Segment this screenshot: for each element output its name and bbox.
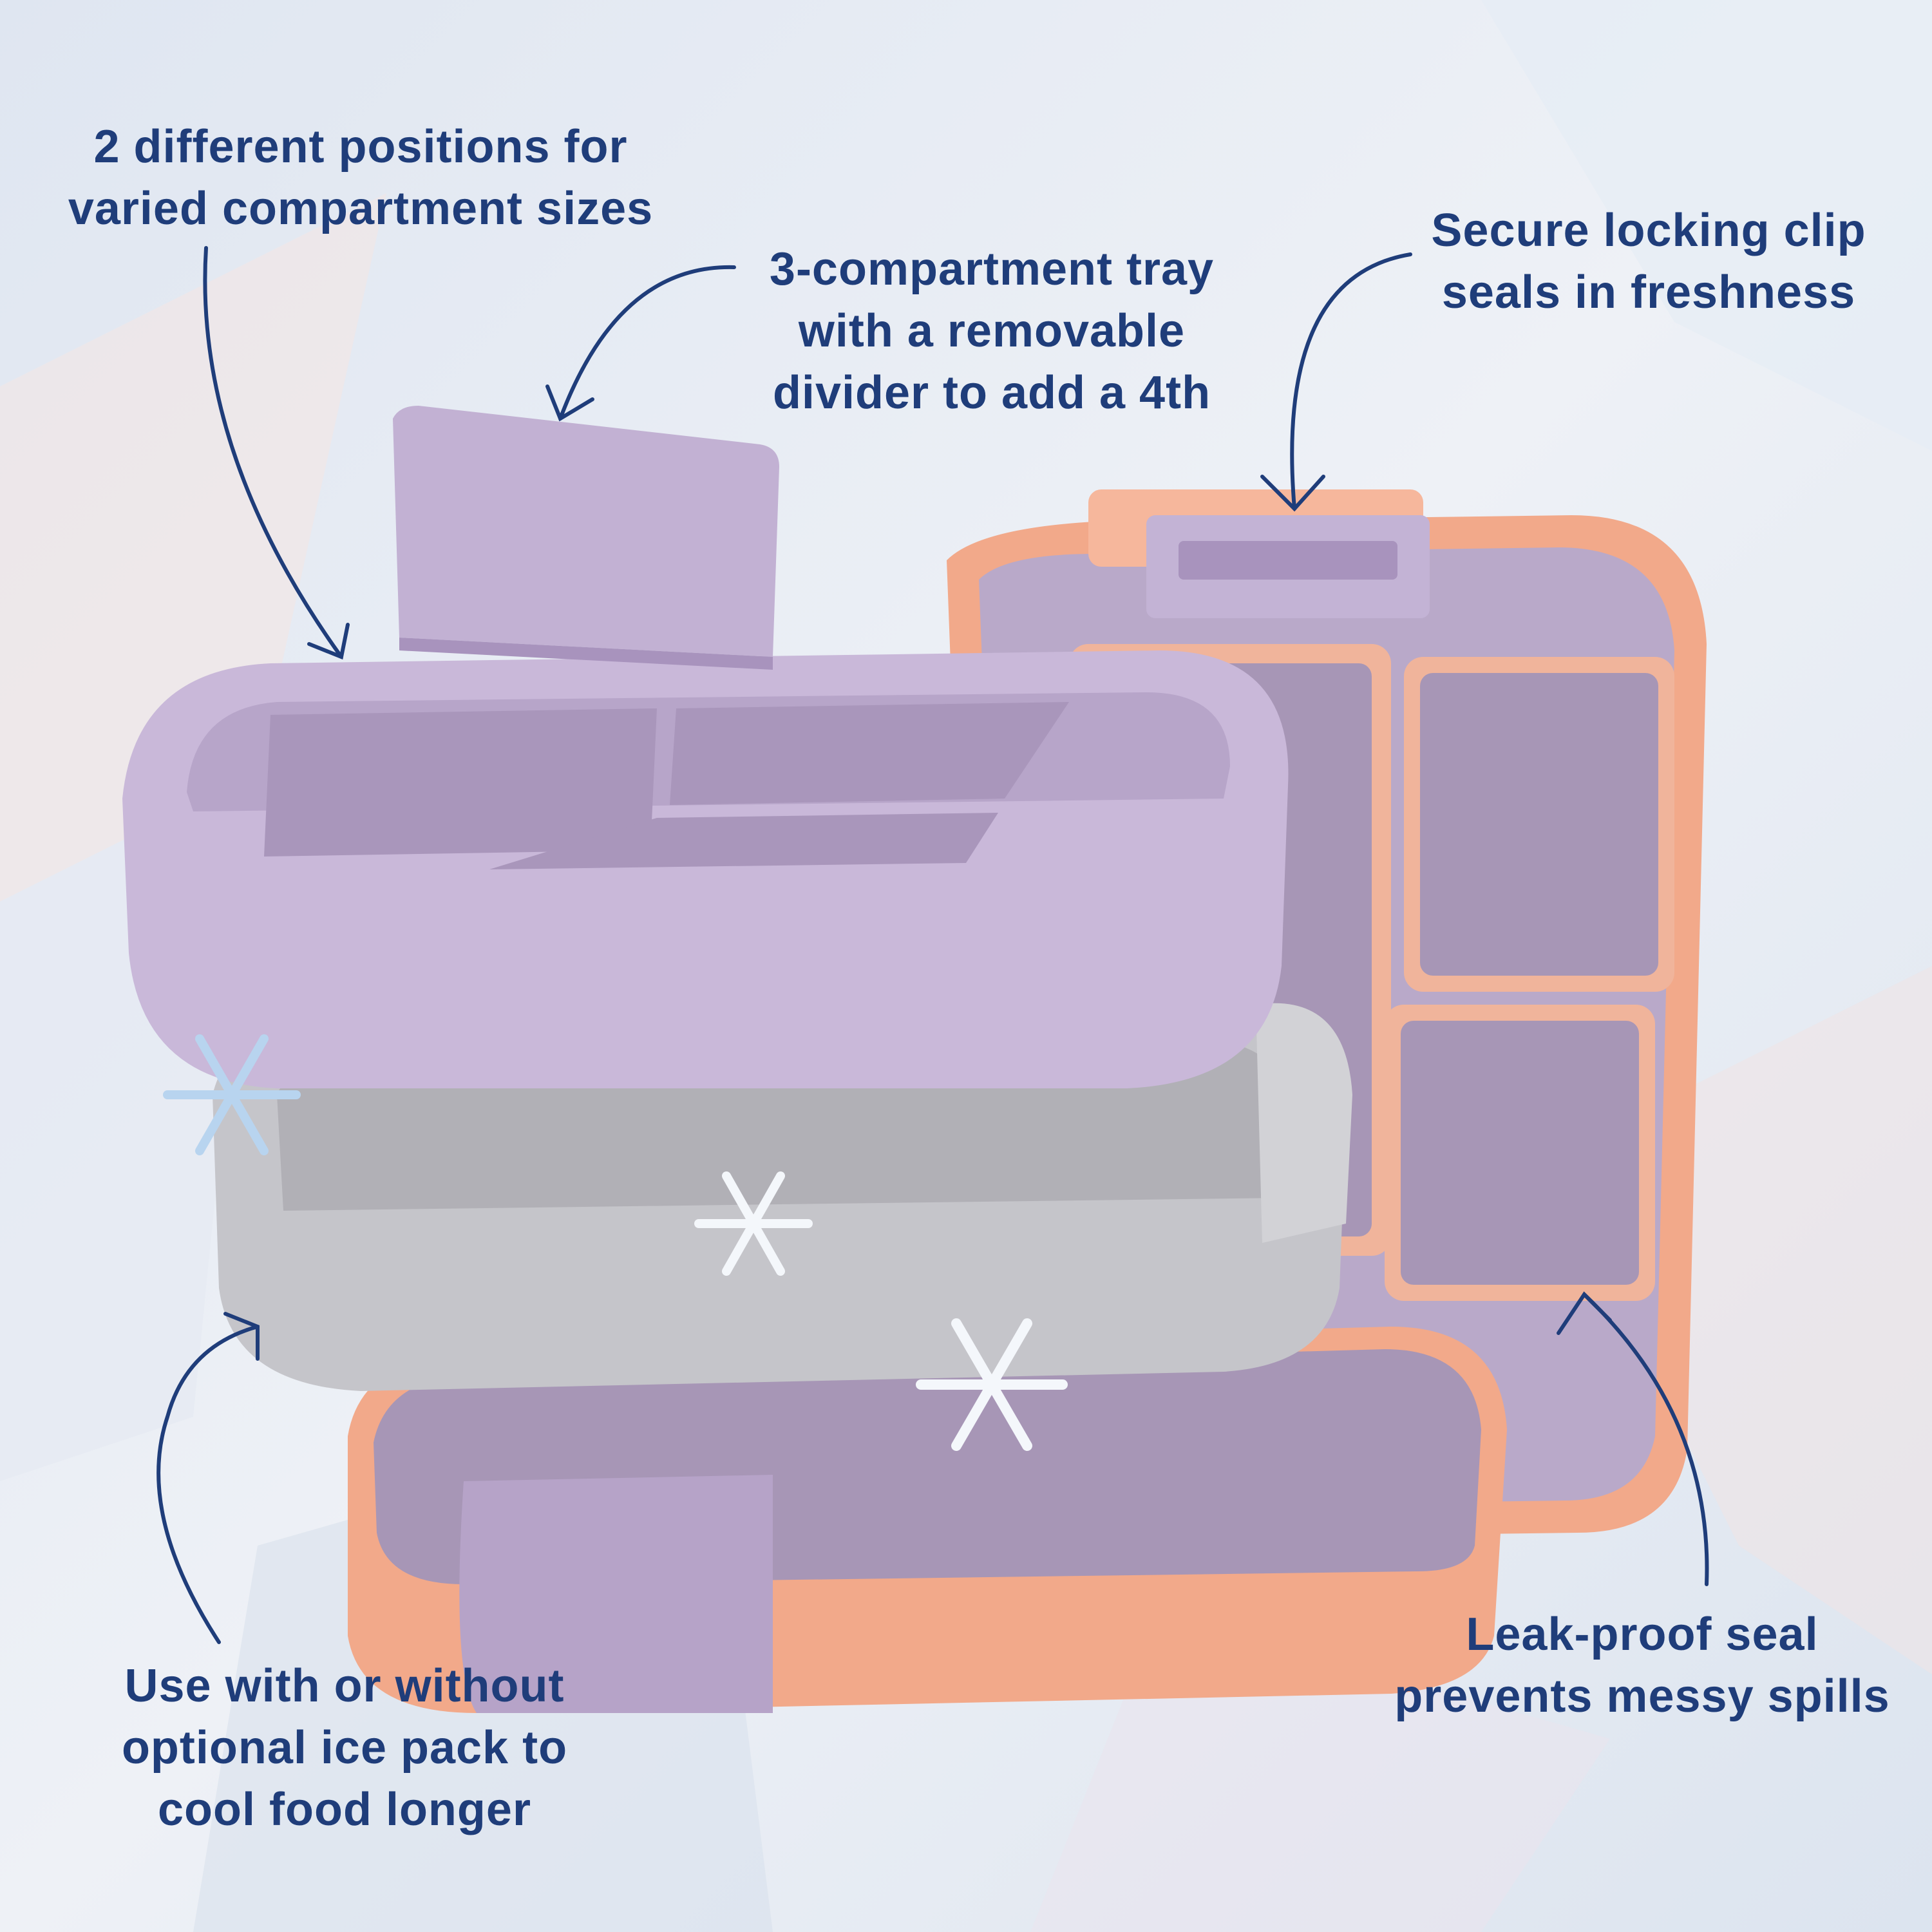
callout-locking-clip: Secure locking clip seals in freshness: [1397, 200, 1900, 323]
callout-line: Secure locking clip: [1431, 205, 1866, 256]
callout-leak-proof-seal: Leak-proof seal prevents messy spills: [1365, 1604, 1919, 1727]
locking-clip: [1088, 489, 1430, 618]
snowflake-icon: [916, 1318, 1068, 1451]
callout-ice-pack: Use with or without optional ice pack to…: [64, 1655, 625, 1841]
callout-line: varied compartment sizes: [68, 183, 654, 234]
arrow-seal: [1582, 1293, 1709, 1586]
callout-line: with a removable: [798, 305, 1186, 357]
callout-line: optional ice pack to: [121, 1722, 568, 1774]
callout-arrows: [156, 246, 1709, 1644]
callout-line: seals in freshness: [1441, 267, 1856, 318]
callout-line: cool food longer: [158, 1784, 531, 1835]
callout-line: Use with or without: [124, 1660, 565, 1712]
callout-line: 3-compartment tray: [769, 243, 1215, 295]
callout-line: Leak-proof seal: [1466, 1609, 1819, 1660]
callout-divider-positions: 2 different positions for varied compart…: [39, 116, 683, 240]
snowflake-icon: [163, 1034, 301, 1155]
arrow-heads: [223, 384, 1612, 1361]
three-compartment-tray: [122, 406, 1289, 1088]
arrow-positions: [203, 246, 343, 659]
callout-line: divider to add a 4th: [772, 367, 1211, 419]
arrow-clip: [1290, 252, 1412, 511]
callout-tray: 3-compartment tray with a removable divi…: [728, 238, 1256, 424]
callout-line: prevents messy spills: [1394, 1671, 1890, 1722]
lunchbox-base: [348, 1327, 1507, 1713]
snowflake-icon: [694, 1171, 813, 1276]
callout-line: 2 different positions for: [93, 121, 628, 173]
arrow-tray: [558, 265, 736, 421]
arrow-icepack: [156, 1325, 260, 1644]
